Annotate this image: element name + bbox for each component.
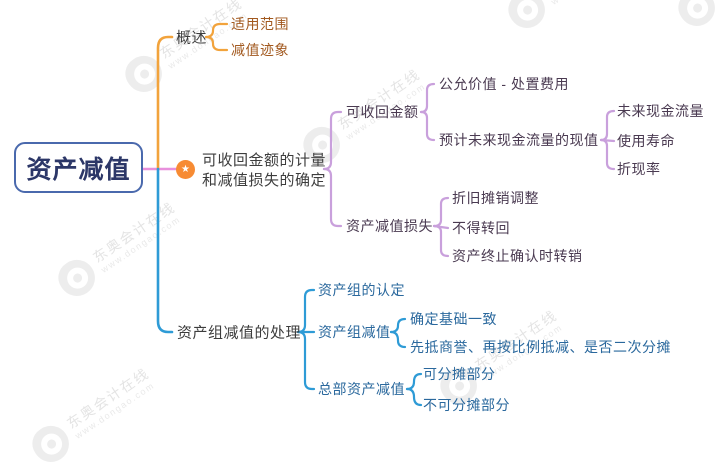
node-allocable-portion[interactable]: 可分摊部分 bbox=[423, 366, 496, 382]
node-non-allocable-portion[interactable]: 不可分摊部分 bbox=[423, 397, 510, 413]
node-measurement-line1: 可收回金额的计量 bbox=[202, 152, 327, 169]
node-impairment-loss[interactable]: 资产减值损失 bbox=[346, 218, 433, 234]
node-recoverable-amount[interactable]: 可收回金额 bbox=[346, 104, 419, 120]
node-goodwill-first-proportional[interactable]: 先抵商誉、再按比例抵减、是否二次分摊 bbox=[410, 339, 671, 355]
node-consistent-basis[interactable]: 确定基础一致 bbox=[410, 311, 497, 327]
node-measurement-determination[interactable]: 可收回金额的计量 和减值损失的确定 bbox=[202, 151, 326, 190]
node-overview[interactable]: 概述 bbox=[176, 29, 208, 47]
node-asset-group-identification[interactable]: 资产组的认定 bbox=[318, 282, 405, 298]
node-useful-life[interactable]: 使用寿命 bbox=[617, 133, 675, 149]
node-no-reversal[interactable]: 不得转回 bbox=[452, 220, 510, 236]
node-discount-rate[interactable]: 折现率 bbox=[617, 161, 661, 177]
node-impairment-indicators[interactable]: 减值迹象 bbox=[231, 42, 289, 58]
node-measurement-line2: 和减值损失的确定 bbox=[202, 171, 327, 189]
node-hq-asset-impairment[interactable]: 总部资产减值 bbox=[318, 381, 405, 397]
node-depreciation-amortization-adjust[interactable]: 折旧摊销调整 bbox=[452, 190, 539, 206]
root-node-asset-impairment[interactable]: 资产减值 bbox=[14, 142, 143, 193]
node-asset-group-impairment[interactable]: 资产组减值 bbox=[318, 324, 391, 340]
node-writeoff-on-derecognition[interactable]: 资产终止确认时转销 bbox=[452, 248, 583, 264]
connector-lines bbox=[141, 22, 616, 407]
star-badge[interactable]: ★ bbox=[176, 160, 195, 179]
node-asset-group-treatment[interactable]: 资产组减值的处理 bbox=[177, 324, 302, 342]
dongao-logo-icon bbox=[25, 418, 76, 469]
root-node-label: 资产减值 bbox=[26, 155, 131, 184]
node-fair-value-less-disposal[interactable]: 公允价值 - 处置费用 bbox=[439, 76, 569, 92]
connector-branch-overview bbox=[156, 22, 229, 171]
node-future-cashflows[interactable]: 未来现金流量 bbox=[617, 103, 704, 119]
connector-branch-asset-group bbox=[156, 167, 423, 407]
star-icon: ★ bbox=[181, 164, 190, 175]
node-scope[interactable]: 适用范围 bbox=[231, 16, 289, 32]
node-present-value-future-cashflows[interactable]: 预计未来现金流量的现值 bbox=[439, 132, 599, 148]
